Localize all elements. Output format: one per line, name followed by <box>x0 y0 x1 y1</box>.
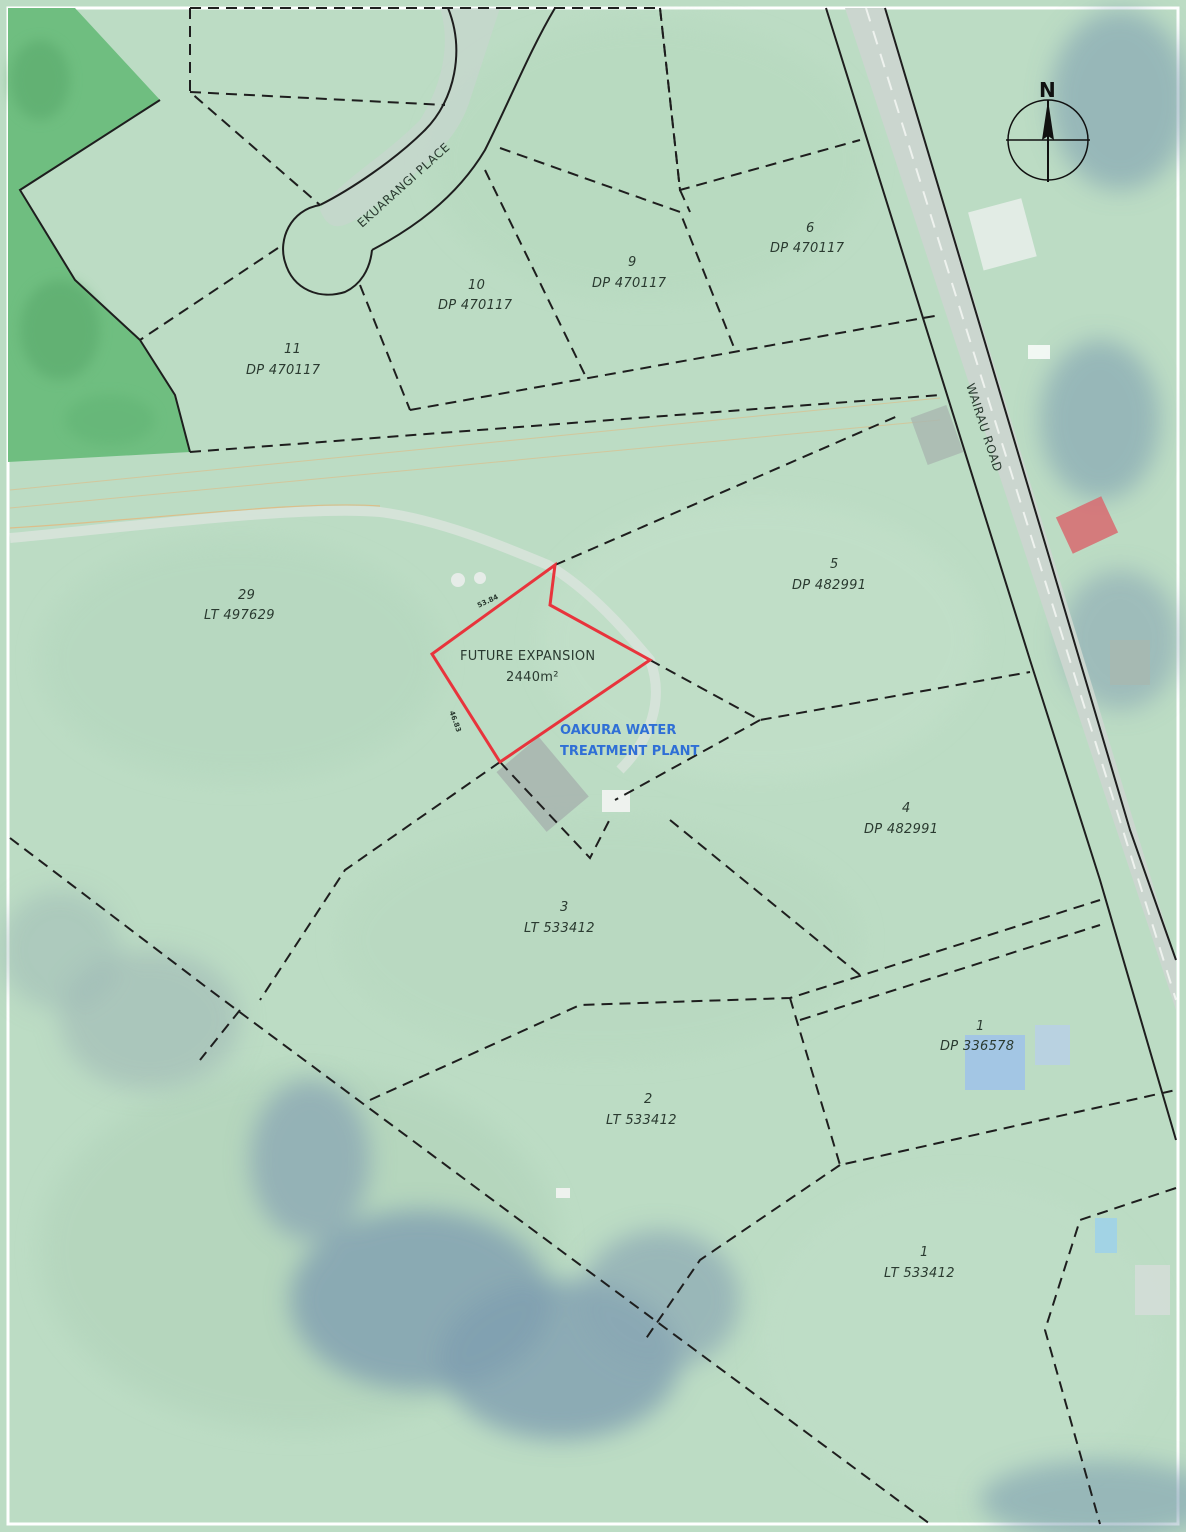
parcel-11-lot: 11 <box>284 342 301 357</box>
parcel-1-lt-lot: 1 <box>920 1245 929 1260</box>
track-orange <box>9 504 381 529</box>
parcel-4-lot: 4 <box>902 801 911 816</box>
pasture-texture <box>40 20 1160 1500</box>
parcel-labels: 6 DP 470117 9 DP 470117 10 DP 470117 11 … <box>204 221 1014 1281</box>
parcel-29-lot: 29 <box>238 588 255 603</box>
cul-de-sac-bulb <box>282 204 373 296</box>
expansion-area: 2440m² <box>506 670 559 685</box>
bush-texture <box>10 40 155 445</box>
parcel-boundaries <box>9 7 1177 1525</box>
parcel-3-plan: LT 533412 <box>524 921 595 936</box>
parcel-4-plan: DP 482991 <box>864 822 938 837</box>
parcel-10-lot: 10 <box>468 278 485 293</box>
parcel-6-lot: 6 <box>806 221 815 236</box>
parcel-29-plan: LT 497629 <box>204 608 275 623</box>
buildings <box>451 198 1170 1315</box>
north-label: N <box>1039 78 1056 102</box>
easement-lines <box>9 397 941 509</box>
future-expansion-boundary <box>429 561 653 765</box>
wairau-road-edge-left <box>825 7 1177 1141</box>
farm-track <box>9 505 661 774</box>
expansion-title: FUTURE EXPANSION <box>460 649 595 664</box>
plant-label-line1: OAKURA WATER <box>560 723 676 738</box>
parcel-3-lot: 3 <box>560 900 569 915</box>
parcel-10-plan: DP 470117 <box>438 298 513 313</box>
north-arrow-icon: N <box>1006 78 1090 182</box>
parcel-1-dp-plan: DP 336578 <box>940 1039 1014 1054</box>
road-centre-line <box>865 7 1177 1001</box>
parcel-5-plan: DP 482991 <box>792 578 866 593</box>
parcel-6-plan: DP 470117 <box>770 241 845 256</box>
parcel-9-plan: DP 470117 <box>592 276 667 291</box>
tree-belt <box>0 10 1186 1532</box>
ekuarangi-place-edge-left <box>319 7 458 206</box>
bush-boundary <box>18 99 191 453</box>
wairau-road-surface <box>845 8 1176 1010</box>
parcel-1-dp-lot: 1 <box>976 1019 985 1034</box>
parcel-2-lot: 2 <box>644 1092 653 1107</box>
parcel-5-lot: 5 <box>830 557 839 572</box>
wairau-road-edge-right <box>884 7 1177 961</box>
parcel-11-plan: DP 470117 <box>246 363 321 378</box>
parcel-9-lot: 9 <box>628 255 637 270</box>
ekuarangi-place-edge-right <box>371 7 556 251</box>
parcel-1-lt-plan: LT 533412 <box>884 1266 955 1281</box>
parcel-2-plan: LT 533412 <box>606 1113 677 1128</box>
plant-label-line2: TREATMENT PLANT <box>560 744 700 759</box>
